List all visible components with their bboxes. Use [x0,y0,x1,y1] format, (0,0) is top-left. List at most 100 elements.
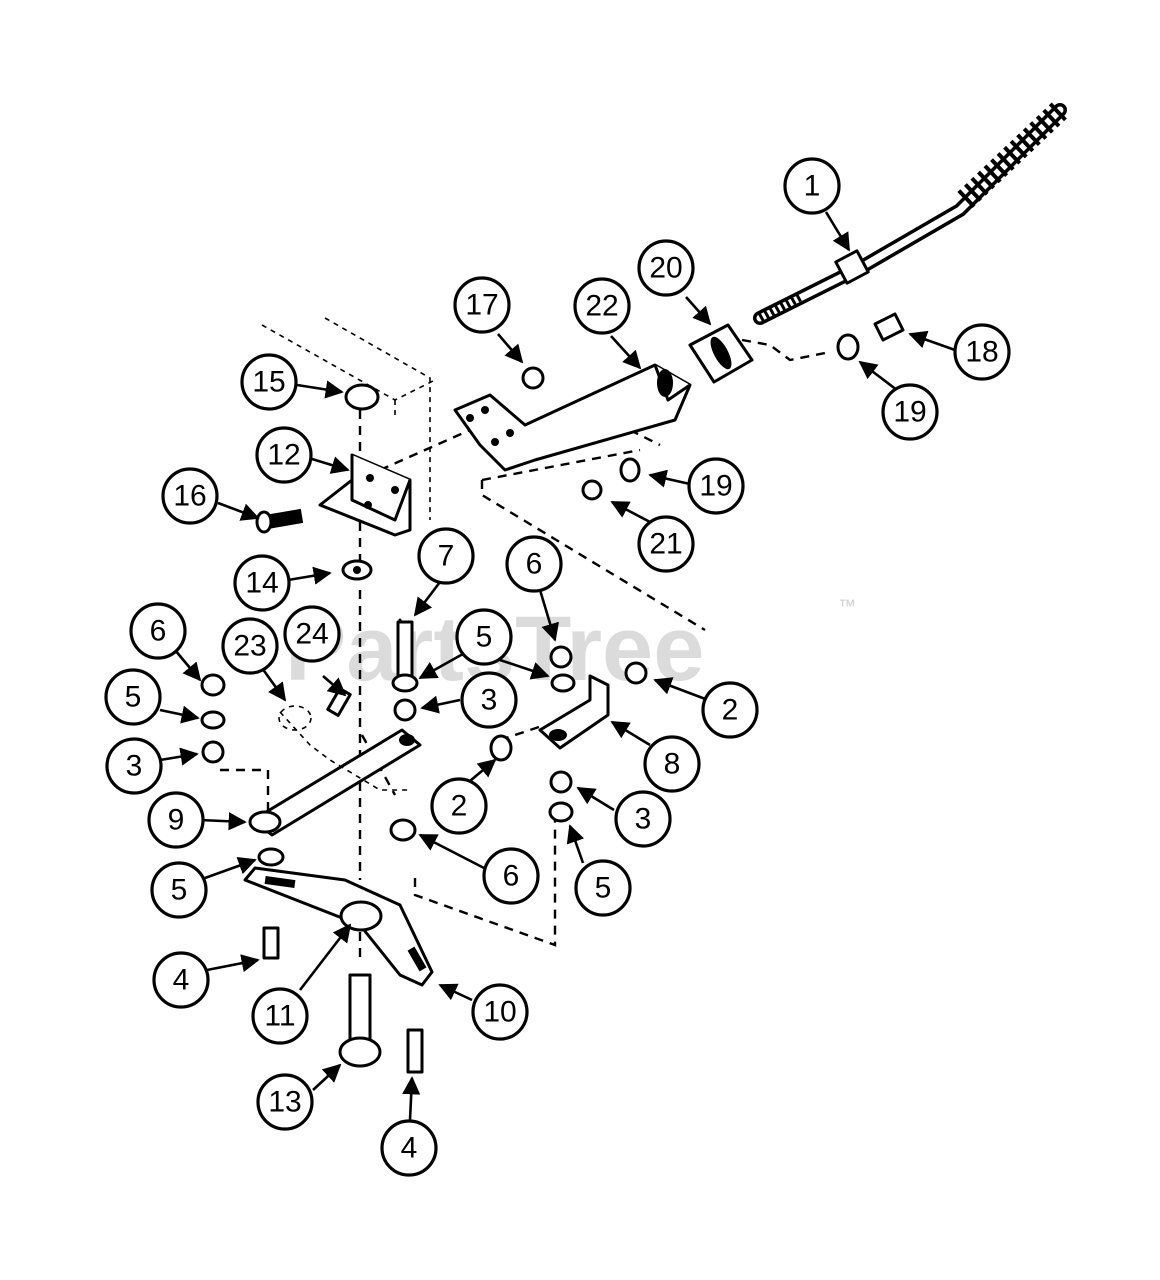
callout-12: 12 [255,426,313,484]
svg-text:12: 12 [267,439,300,472]
callout-22: 22 [573,277,631,335]
part-13-shaft [348,973,372,1042]
callout-19: 19 [881,383,939,441]
svg-text:15: 15 [252,366,285,399]
part-5-washer-a [391,673,419,693]
svg-text:23: 23 [233,630,266,663]
svg-text:8: 8 [664,748,681,781]
svg-text:6: 6 [150,615,167,648]
part-16-screw-head [255,510,273,534]
svg-text:6: 6 [526,548,543,581]
callout-15: 15 [240,353,298,411]
svg-text:5: 5 [171,874,188,907]
part-22-bracket [453,363,692,472]
callout-4: 4 [380,1119,438,1177]
part-5-washer-c [200,710,226,730]
callouts: 1 2 2 3 3 3 4 4 5 5 5 5 5 6 6 6 7 8 9 10… [104,157,1011,1177]
callout-9: 9 [147,791,205,849]
svg-text:3: 3 [481,684,498,717]
hardware [200,312,905,1074]
part-7-bolt-body [396,620,414,682]
part-4-screw-a [262,926,280,960]
callout-18: 18 [953,323,1011,381]
part-13-head [338,1036,382,1068]
callout-5: 5 [150,861,208,919]
callout-24: 24 [283,605,341,663]
part-12-bracket [318,453,412,537]
svg-text:16: 16 [173,480,206,513]
part-6-nut-a [549,645,573,669]
svg-text:10: 10 [483,996,516,1029]
callout-16: 16 [161,467,219,525]
callout-6: 6 [129,602,187,660]
callout-3: 3 [105,737,163,795]
part-5-washer-d [548,801,574,823]
part-3-nut-a [393,698,417,722]
callout-8: 8 [643,735,701,793]
svg-text:13: 13 [268,1086,301,1119]
svg-text:6: 6 [503,860,520,893]
callout-1: 1 [783,157,841,215]
part-19-washer-b [619,457,641,483]
part-1-cable [753,100,1070,325]
part-11-hole [339,900,383,932]
part-18-screw [873,312,905,342]
part-2-nut-b [489,734,513,762]
callout-19: 19 [687,457,745,515]
callout-5: 5 [104,668,162,726]
svg-text:5: 5 [595,872,612,905]
svg-text:5: 5 [476,621,493,654]
part-2-nut-a [624,661,648,685]
callout-10: 10 [471,983,529,1041]
svg-text:14: 14 [245,567,278,600]
frame-outline [261,317,436,520]
callout-5: 5 [455,608,513,666]
part-9-link [248,728,422,837]
svg-text:18: 18 [965,336,998,369]
svg-text:1: 1 [804,170,821,203]
part-20-plate [688,323,754,384]
svg-text:9: 9 [168,804,185,837]
callout-7: 7 [417,527,475,585]
leader-lines [159,211,956,1121]
part-23-dashed-piece [278,705,410,791]
part-4-screw-b [406,1028,424,1074]
svg-text:22: 22 [585,290,618,323]
svg-text:2: 2 [722,694,739,727]
svg-text:19: 19 [893,396,926,429]
svg-text:11: 11 [264,1000,295,1033]
part-10-plate [243,866,434,987]
callout-6: 6 [482,847,540,905]
part-17-nut [521,366,545,390]
callout-3: 3 [614,790,672,848]
callout-13: 13 [256,1073,314,1131]
svg-text:2: 2 [451,790,468,823]
callout-14: 14 [233,554,291,612]
part-5-washer-e [257,847,285,867]
svg-text:19: 19 [699,470,732,503]
part-6-nut-b [200,673,226,697]
svg-text:3: 3 [635,803,652,836]
svg-text:21: 21 [649,528,682,561]
callout-2: 2 [701,681,759,739]
svg-text:5: 5 [125,681,142,714]
svg-text:3: 3 [126,750,143,783]
callout-20: 20 [637,239,695,297]
part-19-washer-a [836,333,860,361]
part-15-nut [344,383,380,411]
svg-text:4: 4 [401,1132,418,1165]
svg-text:20: 20 [649,252,682,285]
part-5-washer-b [550,673,576,693]
callout-11: 11 [251,987,309,1045]
svg-text:24: 24 [295,618,328,651]
part-21-nut [581,479,603,501]
callout-3: 3 [460,671,518,729]
svg-text:17: 17 [465,289,498,322]
part-8-bracket [538,674,610,750]
callout-5: 5 [574,859,632,917]
callout-2: 2 [430,777,488,835]
part-6-nut-c [389,818,417,842]
callout-17: 17 [453,276,511,334]
trademark: ™ [838,596,856,616]
